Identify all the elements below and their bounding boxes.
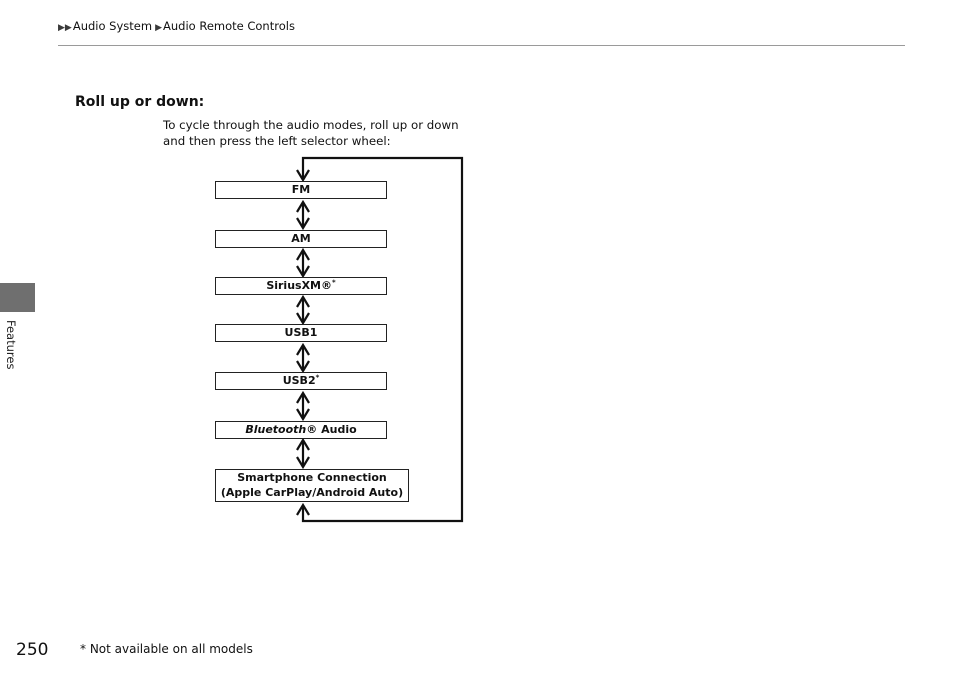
section-title: Roll up or down: (75, 94, 205, 110)
mode-bluetooth-word: Bluetooth (245, 423, 307, 436)
mode-fm: FM (215, 181, 387, 199)
loop-arrow-icon (296, 156, 464, 523)
section-label: Features (4, 320, 18, 370)
mode-am-label: AM (291, 232, 311, 245)
breadcrumb-audio-remote-controls[interactable]: Audio Remote Controls (163, 19, 295, 33)
double-arrow-icon (296, 342, 310, 374)
double-arrow-icon (296, 294, 310, 326)
mode-usb1: USB1 (215, 324, 387, 342)
mode-bluetooth-audio: Bluetooth® Audio (215, 421, 387, 439)
mode-siriusxm-label: SiriusXM® (266, 279, 333, 292)
page-number: 250 (16, 640, 49, 660)
mode-fm-label: FM (291, 183, 311, 196)
breadcrumb-audio-system[interactable]: Audio System (72, 19, 153, 33)
breadcrumb-marker-icon: ▶▶ (58, 23, 72, 33)
header-divider (58, 45, 905, 46)
footnote-marker: * (332, 278, 336, 287)
mode-siriusxm: SiriusXM®* (215, 277, 387, 295)
section-tab (0, 283, 35, 312)
mode-bluetooth-rest: ® Audio (306, 423, 357, 436)
mode-smartphone-line2: (Apple CarPlay/Android Auto) (220, 486, 404, 499)
breadcrumb-separator-icon: ▶ (155, 23, 162, 33)
double-arrow-icon (296, 199, 310, 231)
breadcrumb: ▶▶Audio System▶Audio Remote Controls (58, 19, 295, 33)
footnote: * Not available on all models (80, 642, 253, 656)
mode-smartphone-connection: Smartphone Connection (Apple CarPlay/And… (215, 469, 409, 502)
mode-usb2-label: USB2 (282, 374, 316, 387)
double-arrow-icon (296, 247, 310, 279)
mode-usb2: USB2* (215, 372, 387, 390)
double-arrow-icon (296, 437, 310, 470)
footnote-marker: * (315, 373, 320, 382)
mode-smartphone-line1: Smartphone Connection (237, 471, 387, 484)
mode-usb1-label: USB1 (284, 326, 318, 339)
intro-text: To cycle through the audio modes, roll u… (163, 118, 459, 148)
double-arrow-icon (296, 390, 310, 422)
mode-am: AM (215, 230, 387, 248)
